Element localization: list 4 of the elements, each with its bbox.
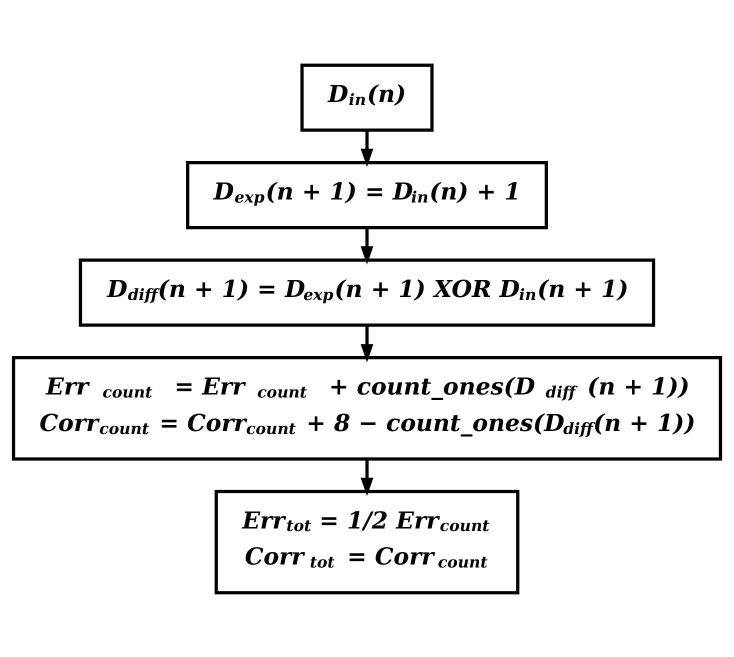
arrow [360,324,374,362]
arrow [360,458,374,496]
arrow [360,228,374,264]
arrow [360,130,374,166]
